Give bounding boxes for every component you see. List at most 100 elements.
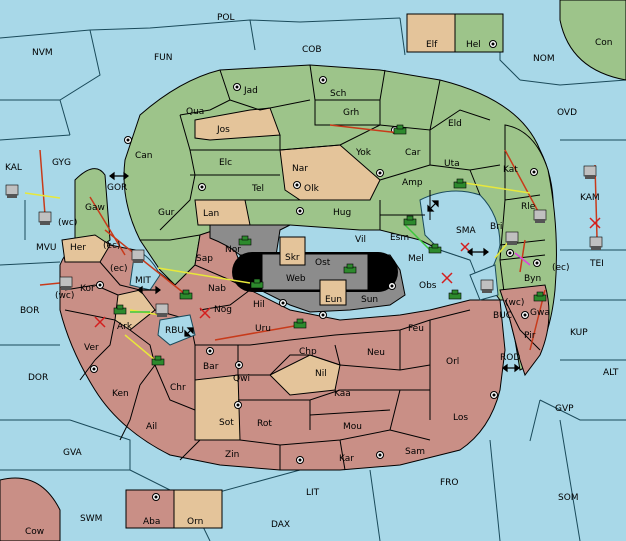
- label-Gur: Gur: [158, 208, 175, 218]
- label-GVP: GVP: [555, 404, 574, 414]
- label-Hil: Hil: [253, 300, 265, 310]
- label-Kar: Kar: [339, 454, 354, 464]
- label-ALT: ALT: [603, 368, 619, 378]
- route-glyphs: [109, 171, 520, 373]
- army-unit: [448, 289, 462, 300]
- land-Sot[interactable]: [194, 374, 241, 441]
- fleet-unit: [131, 249, 145, 263]
- label-Ver: Ver: [84, 343, 99, 353]
- label-Her: Her: [70, 243, 86, 253]
- label-Bri: Bri: [490, 222, 502, 232]
- label-ec3: (ec): [110, 264, 128, 274]
- supply-centers: [90, 40, 541, 501]
- land-Aba[interactable]: [125, 489, 175, 529]
- label-Byn: Byn: [524, 274, 541, 284]
- label-SWM: SWM: [80, 514, 102, 524]
- army-unit: [453, 178, 467, 189]
- sea-RBU[interactable]: [157, 314, 196, 346]
- label-GVA: GVA: [63, 448, 83, 458]
- label-wc2: (wc): [55, 291, 74, 301]
- army-unit: [533, 291, 547, 302]
- label-Nab: Nab: [208, 284, 226, 294]
- label-Rle: Rle: [521, 202, 536, 212]
- fleet-unit: [589, 236, 603, 250]
- land-Her[interactable]: [61, 234, 111, 263]
- fleet-unit: [583, 165, 597, 179]
- label-MIT: MIT: [135, 276, 151, 286]
- region-red-south: [59, 224, 506, 471]
- label-Uru: Uru: [255, 324, 271, 334]
- region-red-east: [499, 284, 550, 377]
- land-Nil[interactable]: [269, 354, 341, 396]
- label-Gaw: Gaw: [85, 203, 105, 213]
- label-Hel: Hel: [466, 40, 481, 50]
- army-unit: [151, 355, 165, 366]
- fleet-unit: [5, 184, 19, 198]
- label-Tel: Tel: [251, 184, 264, 194]
- label-Qwi: Qwi: [233, 374, 250, 384]
- label-KAM: KAM: [580, 193, 600, 203]
- label-Sap: Sap: [196, 254, 213, 264]
- map-labels: POL NVM FUN COB NOM Con Elf Hel OVD KAL …: [5, 13, 619, 537]
- label-Obs: Obs: [419, 281, 437, 291]
- army-unit: [113, 304, 127, 315]
- label-FRO: FRO: [440, 478, 459, 488]
- land-Cow[interactable]: [0, 477, 61, 541]
- fleet-unit: [480, 279, 494, 293]
- army-unit: [393, 124, 407, 135]
- label-Olk: Olk: [304, 184, 320, 194]
- fleet-unit: [155, 303, 169, 317]
- label-ROD: ROD: [500, 353, 520, 363]
- label-Bar: Bar: [203, 362, 219, 372]
- label-SMA: SMA: [456, 226, 476, 236]
- label-Esm: Esm: [390, 233, 409, 243]
- label-NOM: NOM: [533, 54, 555, 64]
- label-KAL: KAL: [5, 163, 22, 173]
- label-GYG: GYG: [52, 158, 71, 168]
- label-Lan: Lan: [203, 209, 219, 219]
- army-unit: [250, 278, 264, 289]
- land-Ark[interactable]: [114, 289, 156, 331]
- label-Ark: Ark: [117, 322, 133, 332]
- label-Chr: Chr: [170, 383, 186, 393]
- army-unit: [428, 243, 442, 254]
- label-Amp: Amp: [402, 178, 423, 188]
- dislodge-marks: [94, 217, 601, 328]
- sea-borders: [0, 17, 626, 541]
- label-Jos: Jos: [216, 125, 230, 135]
- label-Can: Can: [135, 151, 153, 161]
- label-Aba: Aba: [143, 517, 160, 527]
- fleet-unit: [59, 276, 73, 290]
- label-wc3: (wc): [505, 298, 524, 308]
- label-Cow: Cow: [25, 527, 44, 537]
- label-Sch: Sch: [330, 89, 346, 99]
- army-unit: [293, 318, 307, 329]
- label-ec2: (ec): [552, 263, 570, 273]
- label-Con: Con: [595, 38, 613, 48]
- fleet-units: [5, 165, 603, 317]
- land-Orn[interactable]: [173, 489, 223, 529]
- label-Neu: Neu: [367, 348, 385, 358]
- army-unit: [343, 263, 357, 274]
- label-Orl: Orl: [446, 357, 459, 367]
- label-Jad: Jad: [243, 86, 258, 96]
- army-unit: [238, 235, 252, 246]
- label-Elf: Elf: [426, 40, 438, 50]
- label-Hug: Hug: [333, 208, 351, 218]
- label-Sun: Sun: [361, 295, 378, 305]
- land-Elf[interactable]: [406, 13, 456, 53]
- label-Eun: Eun: [325, 295, 342, 305]
- army-unit: [179, 289, 193, 300]
- label-Kaa: Kaa: [334, 389, 351, 399]
- label-LIT: LIT: [306, 488, 320, 498]
- label-Sam: Sam: [405, 447, 425, 457]
- label-Eld: Eld: [448, 119, 462, 129]
- label-OVD: OVD: [557, 108, 577, 118]
- land-Skr[interactable]: [279, 236, 306, 266]
- label-SOM: SOM: [558, 493, 579, 503]
- label-GOR: GOR: [107, 183, 127, 193]
- label-Feu: Feu: [408, 324, 424, 334]
- land-Eun[interactable]: [319, 279, 347, 306]
- label-Nog: Nog: [214, 305, 232, 315]
